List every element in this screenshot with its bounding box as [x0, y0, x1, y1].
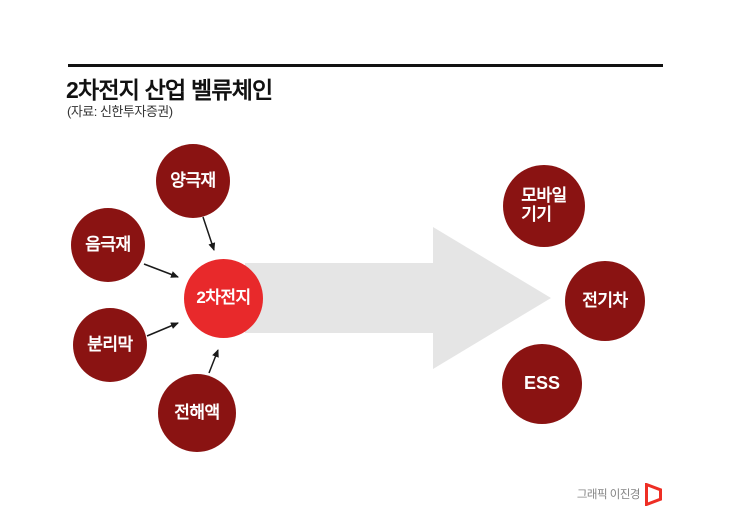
- node-electric-vehicle: 전기차: [565, 261, 645, 341]
- arrow-separator-to-battery: [146, 322, 179, 337]
- node-label: 전기차: [582, 290, 628, 310]
- node-cathode-material: 양극재: [156, 144, 230, 218]
- title-rule: [68, 64, 663, 67]
- page-title: 2차전지 산업 벨류체인: [66, 77, 273, 103]
- publisher-logo-icon: [645, 482, 662, 506]
- node-ess: ESS: [502, 344, 582, 424]
- node-label: ESS: [523, 373, 561, 394]
- node-label: 전해액: [174, 402, 220, 422]
- node-separator: 분리막: [73, 308, 147, 382]
- node-electrolyte: 전해액: [158, 374, 236, 452]
- node-secondary-battery: 2차전지: [184, 259, 263, 338]
- arrow-anode-to-battery: [143, 263, 179, 278]
- node-label: 양극재: [170, 170, 216, 190]
- node-label-line1: 모바일: [521, 186, 567, 206]
- node-label-line2: 기기: [521, 205, 552, 224]
- graphic-credit: 그래픽 이진경: [0, 482, 662, 506]
- node-label: 음극재: [85, 234, 131, 254]
- node-anode-material: 음극재: [71, 208, 145, 282]
- arrow-cathode-to-battery: [202, 216, 216, 251]
- node-label: 분리막: [87, 334, 133, 354]
- credit-text: 그래픽 이진경: [576, 489, 641, 501]
- node-label: 2차전지: [196, 288, 251, 308]
- arrow-electrolyte-to-battery: [208, 349, 219, 374]
- source-note: (자료: 신한투자증권): [67, 104, 173, 119]
